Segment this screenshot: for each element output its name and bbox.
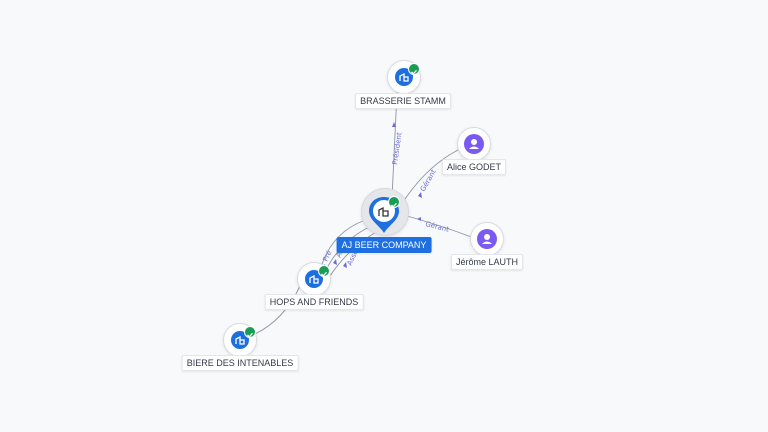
node-alice-godet[interactable] <box>457 127 491 161</box>
verified-check-icon <box>388 196 400 208</box>
node-label-brasserie-stamm[interactable]: BRASSERIE STAMM <box>355 93 451 109</box>
node-label-biere-des-intenables[interactable]: BIERE DES INTENABLES <box>181 355 299 371</box>
verified-check-icon <box>244 326 256 338</box>
edge-brasserie-main <box>391 91 398 199</box>
node-biere-des-intenables[interactable] <box>223 323 257 357</box>
arrow-hops-main-2 <box>333 259 337 265</box>
edge-label-gerant-alice: Gérant <box>419 168 438 193</box>
arrow-brasserie-main <box>392 122 396 127</box>
node-hops-and-friends[interactable] <box>297 262 331 296</box>
edge-label-president: Président <box>391 132 404 166</box>
person-icon <box>477 229 497 249</box>
edge-label-gerant-jerome: Gérant <box>425 220 451 234</box>
arrow-jerome-main <box>417 217 421 221</box>
verified-check-icon <box>318 265 330 277</box>
edge-biere-hops <box>254 285 301 335</box>
person-icon <box>464 134 484 154</box>
arrow-hops-main-3 <box>343 262 347 268</box>
node-label-aj-beer-company[interactable]: AJ BEER COMPANY <box>336 237 432 253</box>
arrow-alice-main <box>418 192 422 198</box>
node-brasserie-stamm[interactable] <box>387 60 421 94</box>
node-label-jerome-lauth[interactable]: Jérôme LAUTH <box>450 254 524 270</box>
node-label-hops-and-friends[interactable]: HOPS AND FRIENDS <box>264 294 364 310</box>
node-jerome-lauth[interactable] <box>470 222 504 256</box>
edge-label-pre: Pré <box>322 249 334 262</box>
verified-check-icon <box>408 63 420 75</box>
node-label-alice-godet[interactable]: Alice GODET <box>441 159 507 175</box>
